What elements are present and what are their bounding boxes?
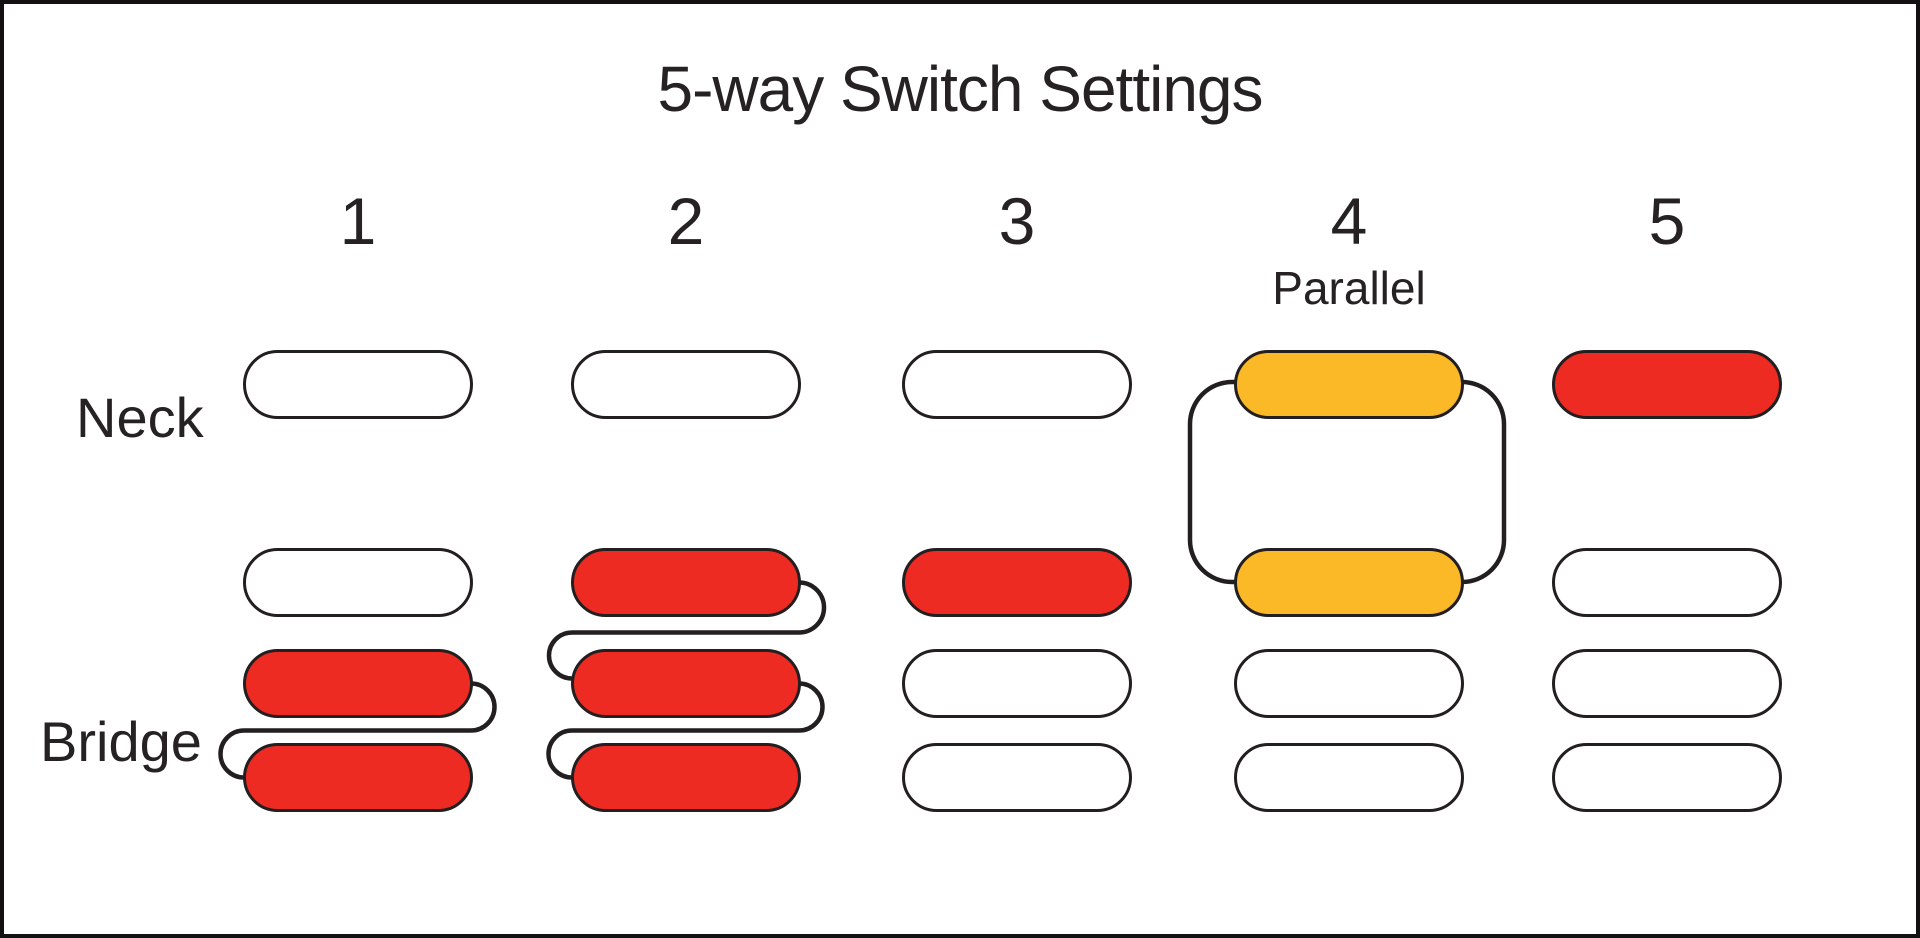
pickup-col5-neck (1552, 350, 1782, 419)
pickup-col4-bridge-coil-2 (1234, 743, 1464, 812)
pickup-col1-bridge-coil-1 (243, 649, 473, 718)
pickup-col2-bridge-coil-1 (571, 649, 801, 718)
pickup-col1-bridge-coil-2 (243, 743, 473, 812)
pickup-col5-bridge-coil-1 (1552, 649, 1782, 718)
pickup-col3-middle (902, 548, 1132, 617)
column-header-4: 4 (1330, 184, 1368, 258)
row-label-bridge: Bridge (40, 710, 202, 773)
pickup-col1-neck (243, 350, 473, 419)
column-header-1: 1 (339, 184, 377, 258)
pickup-col2-neck (571, 350, 801, 419)
column-sublabel-parallel: Parallel (1272, 262, 1426, 314)
column-header-5: 5 (1648, 184, 1686, 258)
pickup-col5-bridge-coil-2 (1552, 743, 1782, 812)
pickup-col2-middle (571, 548, 801, 617)
pickup-col3-bridge-coil-1 (902, 649, 1132, 718)
pickup-col2-bridge-coil-2 (571, 743, 801, 812)
column-header-3: 3 (998, 184, 1036, 258)
pickup-col3-bridge-coil-2 (902, 743, 1132, 812)
pickup-col4-bridge-coil-1 (1234, 649, 1464, 718)
pickup-col4-neck (1234, 350, 1464, 419)
pickup-col5-middle (1552, 548, 1782, 617)
pickup-col1-middle (243, 548, 473, 617)
pickup-col3-neck (902, 350, 1132, 419)
diagram-title: 5-way Switch Settings (657, 53, 1263, 125)
row-label-neck: Neck (76, 386, 204, 449)
pickup-col4-middle (1234, 548, 1464, 617)
column-header-2: 2 (667, 184, 705, 258)
